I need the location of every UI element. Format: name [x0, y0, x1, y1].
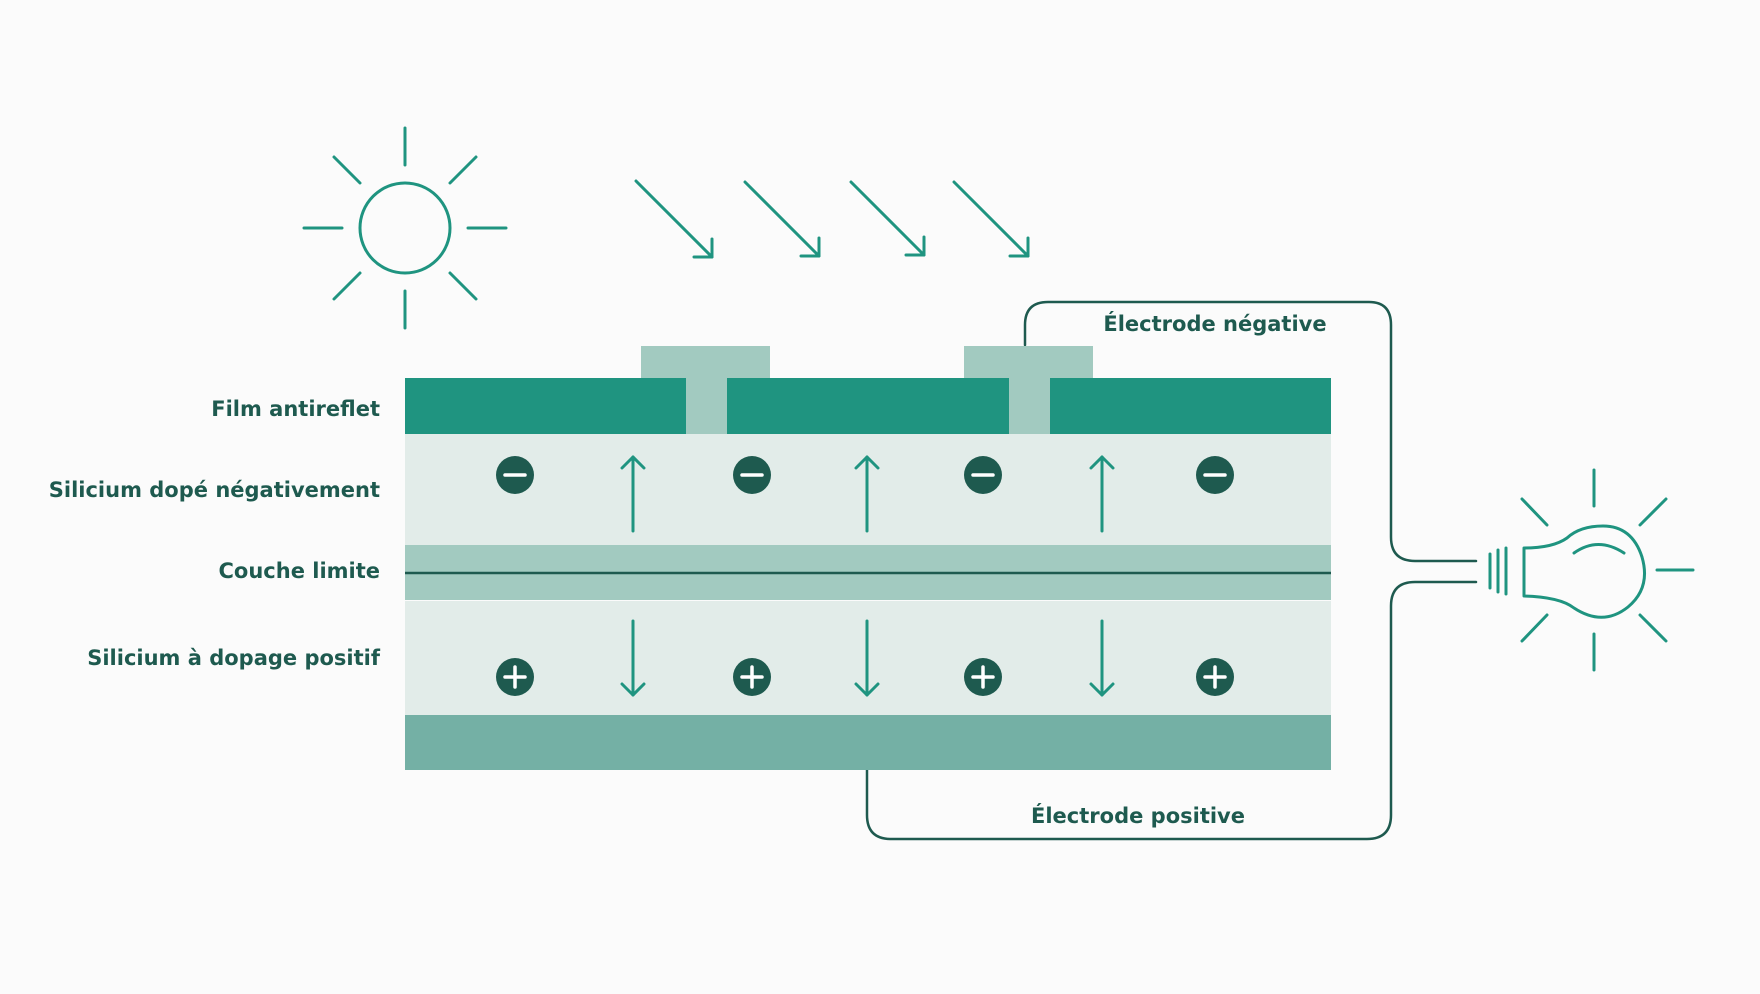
minus-charge-icon: [733, 456, 771, 494]
label-positive-electrode: Électrode positive: [1031, 803, 1245, 828]
minus-charge-icon: [964, 456, 1002, 494]
positive-wire: [865, 580, 1478, 841]
label-n-silicon: Silicium dopé négativement: [49, 478, 380, 502]
plus-charge-icon: [733, 658, 771, 696]
plus-charge-icon: [496, 658, 534, 696]
antireflet-layer: [405, 378, 1331, 434]
plus-charge-icon: [1196, 658, 1234, 696]
sunlight-arrow-icon: [952, 180, 1030, 258]
positive-charges: [496, 658, 1234, 696]
sunlight-arrow-icon: [634, 179, 714, 259]
arrow-down-icon: [854, 619, 880, 697]
arrow-up-icon: [854, 455, 880, 533]
sunlight-rays: [634, 179, 1030, 259]
back-electrode: [405, 715, 1331, 770]
arrow-up-icon: [1089, 455, 1115, 533]
minus-charge-icon: [1196, 456, 1234, 494]
hole-flow-arrows: [620, 619, 1115, 697]
plus-charge-icon: [964, 658, 1002, 696]
electron-flow-arrows: [620, 455, 1115, 533]
boundary-layer: [405, 545, 1331, 600]
arrow-up-icon: [620, 455, 646, 533]
label-negative-electrode: Électrode négative: [1103, 311, 1326, 336]
negative-charges: [496, 456, 1234, 494]
sunlight-arrow-icon: [743, 180, 821, 258]
light-bulb-icon: [1488, 468, 1695, 672]
sunlight-arrow-icon: [849, 180, 926, 257]
negative-wire: [1023, 300, 1478, 563]
sun-icon: [302, 126, 508, 330]
label-boundary: Couche limite: [219, 559, 381, 583]
label-p-silicon: Silicium à dopage positif: [87, 646, 381, 670]
arrow-down-icon: [620, 619, 646, 697]
arrow-down-icon: [1089, 619, 1115, 697]
front-contact: [964, 346, 1093, 434]
front-contact: [641, 346, 770, 434]
minus-charge-icon: [496, 456, 534, 494]
label-antireflet: Film antireflet: [211, 397, 380, 421]
circuit-wires: [865, 300, 1478, 841]
front-contacts: [641, 346, 1093, 434]
